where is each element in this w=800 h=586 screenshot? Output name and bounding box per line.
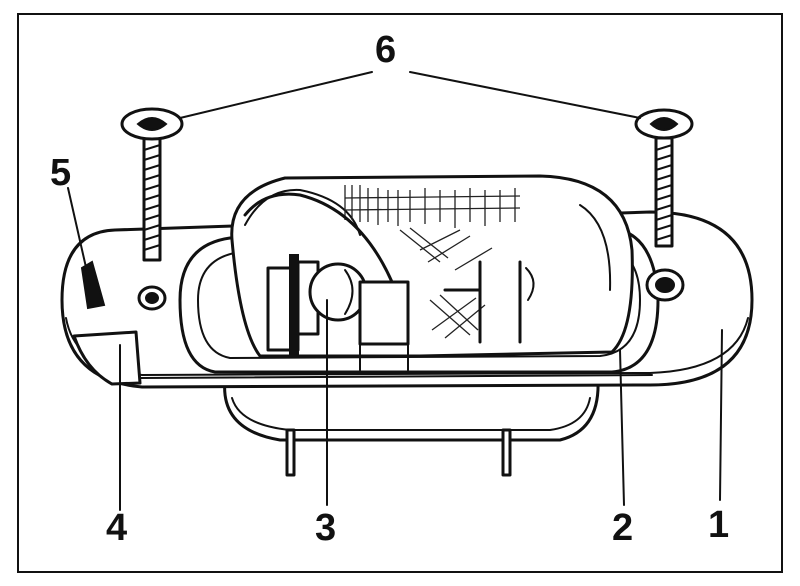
leader-lines bbox=[67, 71, 723, 511]
mounting-holes bbox=[137, 268, 685, 311]
callout-5: 5 bbox=[50, 152, 71, 194]
screw-right bbox=[634, 108, 694, 248]
lower-lens-housing bbox=[223, 378, 600, 442]
callout-6: 6 bbox=[375, 29, 396, 71]
callout-2: 2 bbox=[612, 507, 633, 549]
callout-1: 1 bbox=[708, 504, 729, 546]
callout-3: 3 bbox=[315, 507, 336, 549]
lamp-wire bbox=[243, 192, 394, 284]
callout-4: 4 bbox=[106, 507, 127, 549]
diagram-frame bbox=[17, 13, 783, 573]
contact-pins bbox=[285, 428, 512, 477]
retaining-tab bbox=[72, 330, 142, 386]
screw-left bbox=[120, 107, 184, 262]
bulb-and-holder bbox=[266, 254, 410, 371]
